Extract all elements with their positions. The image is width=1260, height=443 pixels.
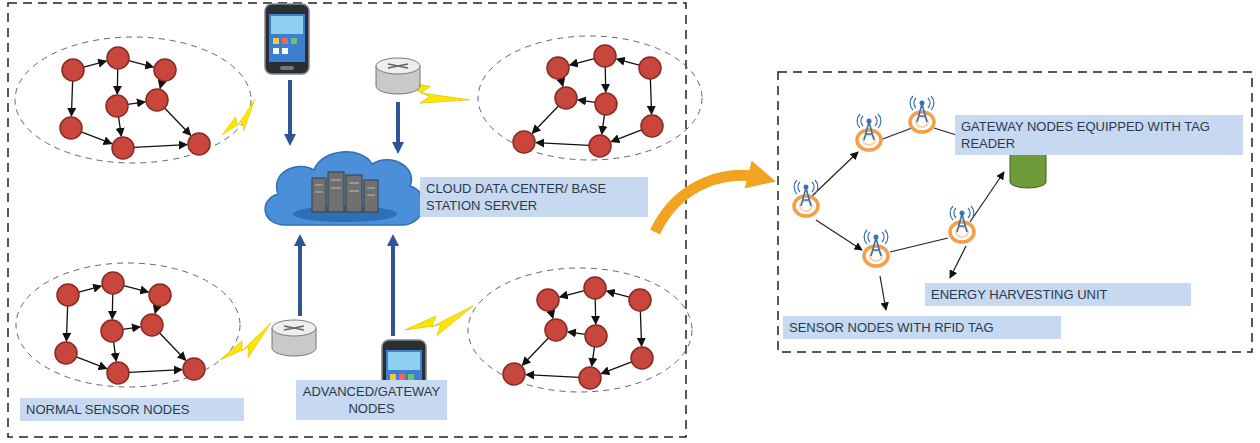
cluster-link xyxy=(611,130,642,142)
sensor-node-dot xyxy=(60,117,82,139)
label-text: ADVANCED/GATEWAY NODES xyxy=(302,383,441,417)
sensor-node-dot xyxy=(149,284,171,306)
cluster-link xyxy=(71,81,72,116)
sensor-node-dot xyxy=(112,137,134,159)
sensor-node-dot xyxy=(585,325,607,347)
cluster-link xyxy=(640,311,641,346)
cluster-link xyxy=(129,61,154,67)
sensor-node-dot xyxy=(146,89,168,111)
cloud-label-box: CLOUD DATA CENTER/ BASE STATION SERVER xyxy=(420,177,648,217)
cluster-link xyxy=(578,100,595,103)
cluster-link xyxy=(601,362,632,374)
cluster-link xyxy=(119,117,122,136)
energy-unit-label-box: ENERGY HARVESTING UNIT xyxy=(925,283,1191,306)
rfid-label-box: SENSOR NODES WITH RFID TAG xyxy=(783,316,1061,339)
cluster-link xyxy=(551,311,553,319)
label-text: NORMAL SENSOR NODES xyxy=(26,401,238,418)
cluster-link xyxy=(561,79,563,87)
cluster-link xyxy=(117,69,119,94)
sensor-node-dot xyxy=(183,358,205,380)
cluster-link xyxy=(112,294,114,319)
sensor-node-dot xyxy=(547,57,569,79)
cluster-link xyxy=(605,67,607,92)
sensor-node-dot xyxy=(537,289,559,311)
cluster-link xyxy=(522,338,548,365)
sensor-node-dot xyxy=(579,367,601,389)
label-text: ENERGY HARVESTING UNIT xyxy=(931,286,1185,303)
cluster-link xyxy=(123,327,140,330)
cluster-link xyxy=(160,81,162,89)
cluster-link xyxy=(532,106,558,133)
label-text: CLOUD DATA CENTER/ BASE STATION SERVER xyxy=(426,180,616,214)
gateway-nodes-label-box: ADVANCED/GATEWAY NODES xyxy=(296,380,447,420)
tag-reader-label-box: GATEWAY NODES EQUIPPED WITH TAG READER xyxy=(955,115,1243,155)
sensor-node-dot xyxy=(595,93,617,115)
cluster-link xyxy=(617,59,640,65)
sensor-node-dot xyxy=(631,347,653,369)
cluster-link xyxy=(84,61,107,67)
cluster-link xyxy=(570,59,595,65)
cluster-link xyxy=(650,79,651,114)
sensor-node-dot xyxy=(62,59,84,81)
cluster-link xyxy=(76,357,107,369)
sensor-node-dot xyxy=(107,47,129,69)
cluster-link xyxy=(129,370,182,373)
sensor-node-dot xyxy=(594,45,616,67)
cluster-link xyxy=(560,291,585,297)
cluster-link xyxy=(568,332,585,335)
cluster-link xyxy=(526,375,579,378)
cluster-link xyxy=(536,143,589,146)
sensor-node-dot xyxy=(57,284,79,306)
cluster-link xyxy=(592,347,595,366)
sensor-node-dot xyxy=(106,95,128,117)
label-text: SENSOR NODES WITH RFID TAG xyxy=(789,319,1055,336)
cluster-link xyxy=(124,286,149,292)
cluster-link xyxy=(128,102,145,105)
cluster-link xyxy=(165,108,191,135)
sensor-node-dot xyxy=(589,135,611,157)
label-text: GATEWAY NODES EQUIPPED WITH TAG READER xyxy=(961,118,1211,152)
sensor-node-dot xyxy=(55,342,77,364)
sensor-node-dot xyxy=(102,272,124,294)
sensor-node-dot xyxy=(141,314,163,336)
sensor-node-dot xyxy=(629,289,651,311)
sensor-node-dot xyxy=(154,59,176,81)
sensor-node-dot xyxy=(101,320,123,342)
sensor-node-dot xyxy=(584,277,606,299)
sensor-node-dot xyxy=(503,363,525,385)
cluster-link xyxy=(114,342,117,361)
sensor-node-dot xyxy=(545,319,567,341)
cluster-link xyxy=(607,291,630,297)
sensor-node-dot xyxy=(107,362,129,384)
cluster-link xyxy=(134,145,187,148)
cluster-link xyxy=(595,299,597,324)
cluster-link xyxy=(66,306,67,341)
sensor-node-dot xyxy=(188,133,210,155)
sensor-node-dot xyxy=(641,115,663,137)
sensor-node-dot xyxy=(639,57,661,79)
sensor-node-dot xyxy=(513,131,535,153)
cluster-link xyxy=(602,115,605,134)
cluster-link xyxy=(79,286,102,292)
cluster-link xyxy=(81,132,112,144)
normal-nodes-label-box: NORMAL SENSOR NODES xyxy=(20,398,244,421)
sensor-node-dot xyxy=(555,87,577,109)
cluster-link xyxy=(155,306,157,314)
cluster-link xyxy=(160,333,186,360)
